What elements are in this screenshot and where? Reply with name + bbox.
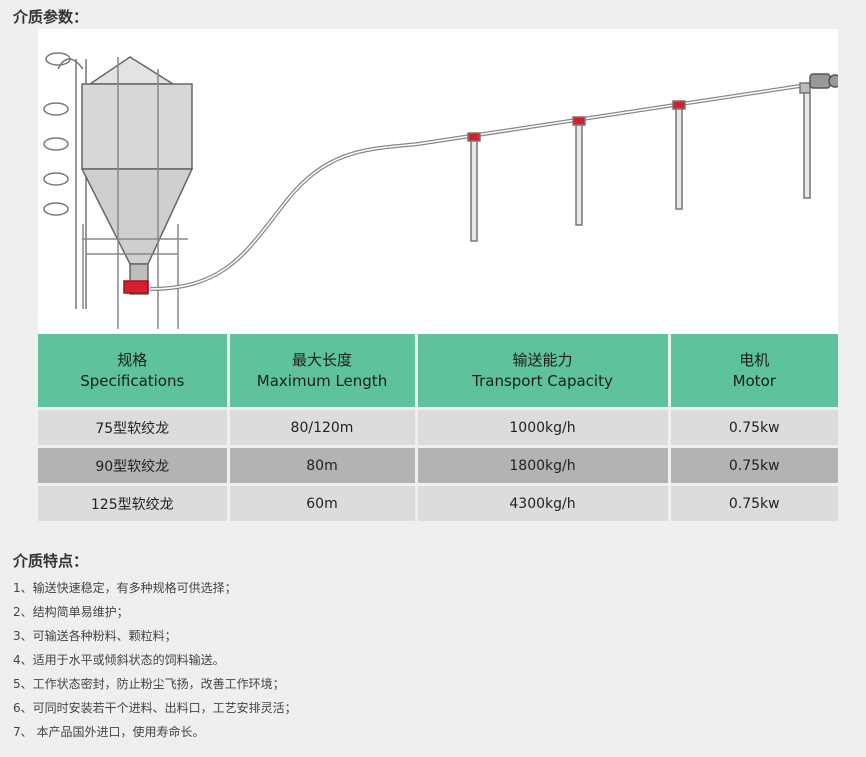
header-transport-capacity: 输送能力 Transport Capacity: [416, 334, 671, 410]
spec-table: 规格 Specifications 最大长度 Maximum Length 输送…: [38, 334, 838, 524]
cell-transport-capacity: 4300kg/h: [416, 484, 671, 524]
cell-specification: 90型软绞龙: [38, 446, 230, 486]
list-item: 7、 本产品国外进口，使用寿命长。: [13, 725, 205, 739]
cell-transport-capacity: 1000kg/h: [416, 408, 671, 448]
list-item: 1、输送快速稳定，有多种规格可供选择；: [13, 581, 237, 595]
cell-transport-capacity: 1800kg/h: [416, 446, 671, 486]
ladder-drawing: [43, 52, 87, 309]
list-item: 3、可输送各种粉料、颗粒料；: [13, 629, 177, 643]
spec-table-header-row: 规格 Specifications 最大长度 Maximum Length 输送…: [38, 334, 838, 410]
conveyor-illustration: [38, 29, 838, 334]
cell-maximum-length: 80/120m: [228, 408, 418, 448]
header-cn: 输送能力: [512, 350, 573, 369]
header-en: Motor: [732, 371, 776, 390]
conveyor-tube-drawing: [149, 82, 814, 291]
list-item: 6、可同时安装若干个进料、出料口，工艺安排灵活；: [13, 701, 297, 715]
cell-specification: 125型软绞龙: [38, 484, 230, 524]
motor-drawing: [809, 73, 838, 89]
cell-motor: 0.75kw: [669, 408, 838, 448]
header-en: Maximum Length: [256, 371, 388, 390]
cell-maximum-length: 60m: [228, 484, 418, 524]
header-specifications: 规格 Specifications: [38, 334, 230, 410]
cell-maximum-length: 80m: [228, 446, 418, 486]
silo-drawing: [80, 56, 194, 329]
table-row: 90型软绞龙 80m 1800kg/h 0.75kw: [38, 446, 838, 486]
list-item: 4、适用于水平或倾斜状态的饲料输送。: [13, 653, 225, 667]
outlet-drops-drawing: [467, 82, 811, 242]
table-row: 125型软绞龙 60m 4300kg/h 0.75kw: [38, 484, 838, 524]
params-section-title: 介质参数：: [13, 8, 89, 26]
header-en: Specifications: [80, 371, 185, 390]
list-item: 2、结构简单易维护；: [13, 605, 129, 619]
header-cn: 最大长度: [291, 350, 352, 369]
header-cn: 电机: [739, 350, 770, 369]
header-motor: 电机 Motor: [669, 334, 838, 410]
cell-specification: 75型软绞龙: [38, 408, 230, 448]
header-en: Transport Capacity: [472, 371, 613, 390]
header-cn: 规格: [117, 350, 148, 369]
features-list: 1、输送快速稳定，有多种规格可供选择； 2、结构简单易维护； 3、可输送各种粉料…: [13, 576, 297, 744]
header-maximum-length: 最大长度 Maximum Length: [228, 334, 418, 410]
table-row: 75型软绞龙 80/120m 1000kg/h 0.75kw: [38, 408, 838, 448]
cell-motor: 0.75kw: [669, 446, 838, 486]
features-section-title: 介质特点：: [13, 552, 89, 570]
list-item: 5、工作状态密封，防止粉尘飞扬，改善工作环境；: [13, 677, 285, 691]
cell-motor: 0.75kw: [669, 484, 838, 524]
